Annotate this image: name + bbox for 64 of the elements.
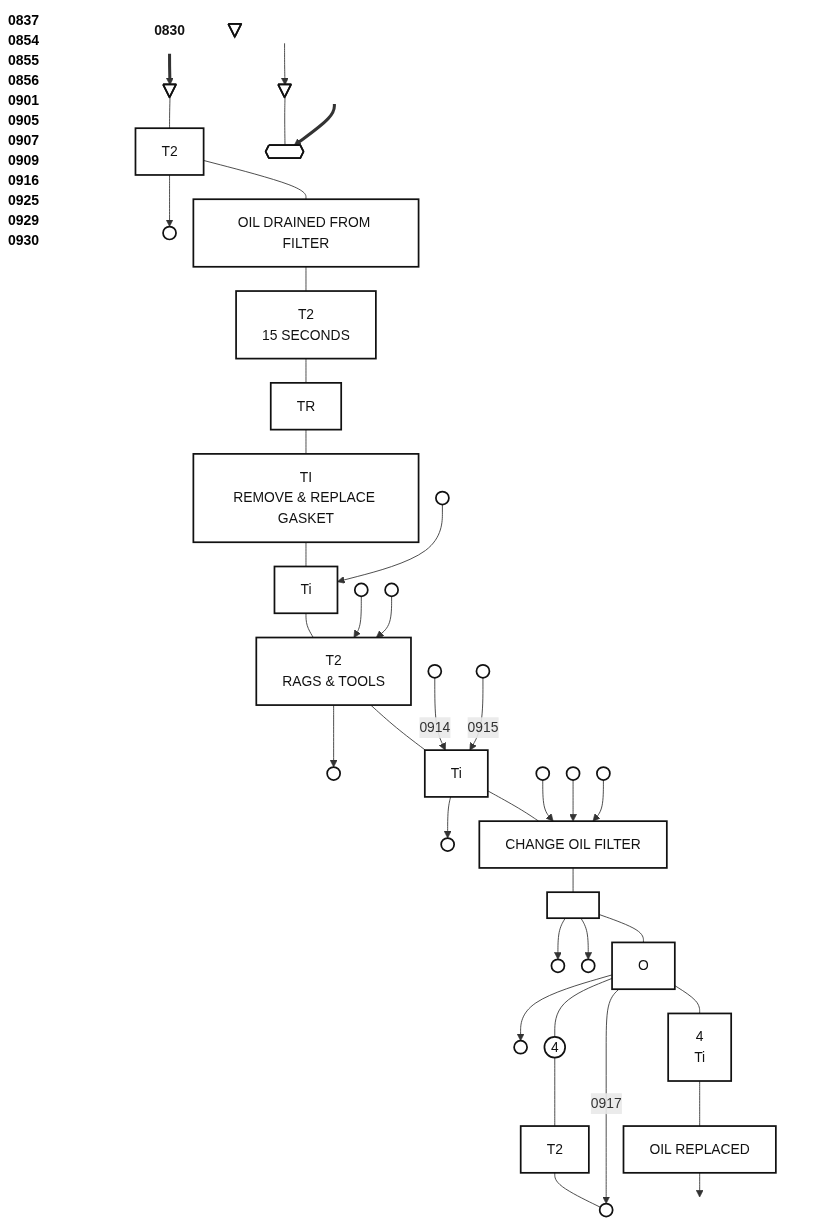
node-circle (596, 766, 611, 781)
edge-label: 0914 (419, 719, 451, 735)
node-box: TI REMOVE & REPLACE GASKET (192, 453, 420, 544)
node-box: T2 (519, 1125, 590, 1174)
connector (370, 704, 426, 751)
node-circle (326, 766, 341, 781)
node-circle (435, 490, 450, 506)
time-label: 0856 (8, 72, 41, 88)
node-circle (427, 663, 443, 679)
edge-label: 0917 (590, 1095, 622, 1111)
arrow (166, 53, 174, 86)
node-box: OIL REPLACED (622, 1125, 777, 1174)
time-label: 0925 (8, 192, 41, 208)
node-circle (440, 837, 455, 852)
node-box (546, 891, 600, 920)
connector (554, 1172, 601, 1208)
time-label: 0929 (8, 212, 41, 228)
node-circle: 4 (543, 1036, 566, 1059)
connector (554, 1057, 556, 1127)
node-box: 4 Ti (667, 1012, 733, 1082)
node-box: T2 RAGS & TOOLS (255, 636, 412, 706)
node-circle (580, 958, 596, 974)
connector (554, 977, 613, 1038)
connector (203, 160, 307, 200)
node-box: Ti (423, 749, 489, 798)
node-circle (513, 1039, 528, 1055)
connector (674, 985, 701, 1014)
node-circle (550, 958, 566, 974)
node-box: O (611, 941, 676, 991)
connector (699, 1080, 701, 1127)
time-label: 0909 (8, 152, 41, 168)
connector (305, 541, 307, 567)
edge-label: 0915 (467, 719, 499, 735)
time-label: 0901 (8, 92, 41, 108)
connector (305, 429, 307, 455)
node-box: Ti (273, 565, 339, 615)
time-label: 0930 (8, 232, 41, 248)
node-box: OIL DRAINED FROM FILTER (192, 198, 420, 268)
connector (572, 867, 574, 893)
node-circle (598, 1202, 614, 1218)
time-label: 0907 (8, 132, 41, 148)
connector (305, 612, 314, 638)
connector (305, 266, 307, 292)
node-circle (162, 225, 177, 241)
connector (487, 790, 540, 822)
time-label: 0916 (8, 172, 41, 188)
node-circle (535, 766, 551, 781)
node-circle (353, 582, 369, 598)
time-label: 0837 (8, 12, 41, 28)
node-circle (475, 663, 491, 679)
time-label: 0855 (8, 52, 41, 68)
time-label: 0905 (8, 112, 41, 128)
node-circle (565, 766, 581, 781)
arrow (293, 103, 336, 146)
node-text: 0830 (154, 22, 185, 38)
node-box: TR (269, 382, 343, 431)
connector (284, 97, 286, 146)
node-box: T2 (134, 127, 205, 176)
time-label: 0854 (8, 32, 41, 48)
node-box: CHANGE OIL FILTER (478, 820, 668, 869)
connector (169, 97, 171, 129)
connector (305, 358, 307, 384)
node-circle (384, 582, 399, 598)
node-box: T2 15 SECONDS (235, 290, 377, 360)
